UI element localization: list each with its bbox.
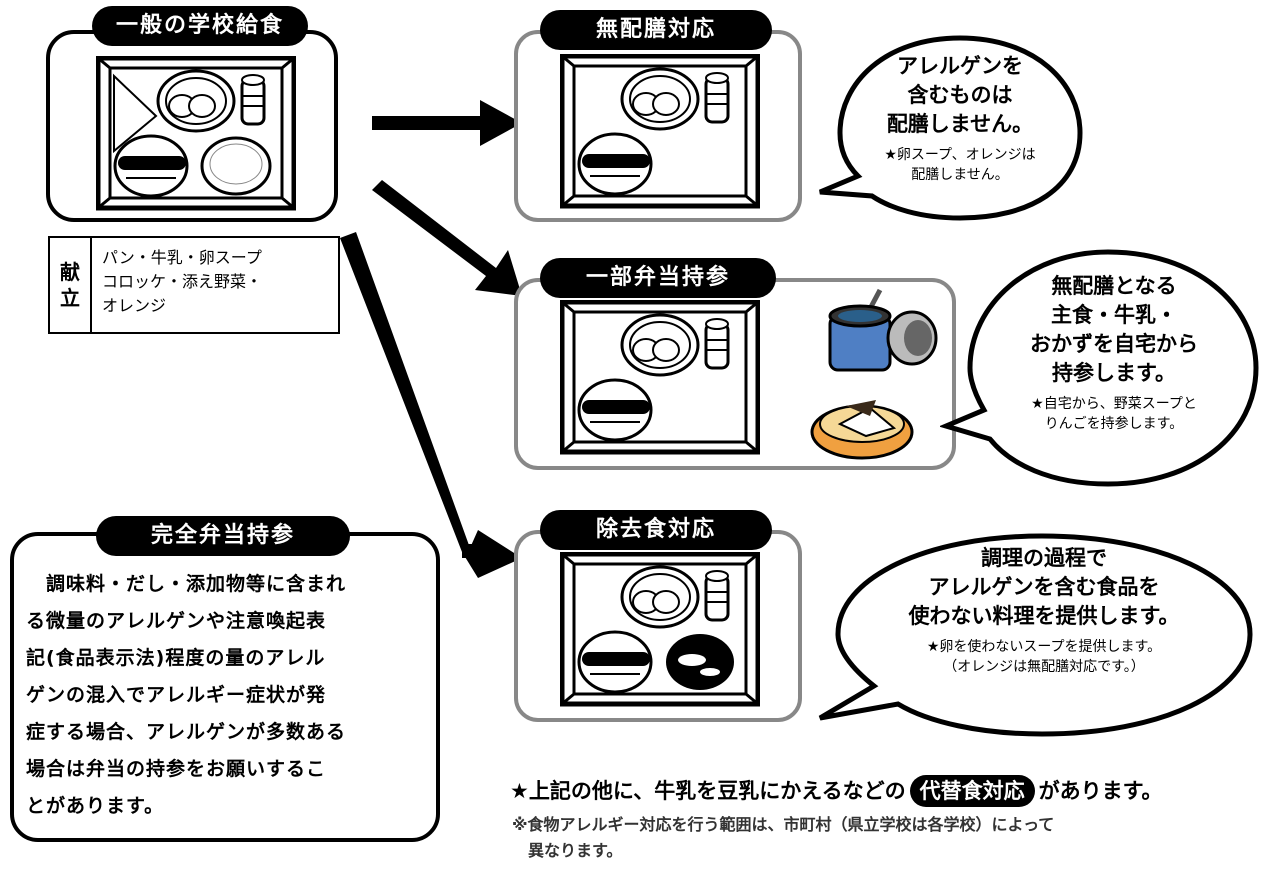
bubble-main-line: 配膳しません。 <box>886 112 1034 136</box>
partial-bento-bubble-text: 無配膳となる 主食・牛乳・ おかずを自宅から 持参します。 ★自宅から、野菜スー… <box>990 272 1238 434</box>
tray-illustration <box>96 56 296 211</box>
full-bento-line: ゲンの混入でアレルギー症状が発 <box>26 684 327 706</box>
removal-title: 除去食対応 <box>540 510 772 550</box>
menu-items: パン・牛乳・卵スープ コロッケ・添え野菜・ オレンジ <box>92 238 272 332</box>
note1-pre: ★上記の他に、牛乳を豆乳にかえるなどの <box>510 779 906 803</box>
bubble-sub-line: （オレンジは無配膳対応です。） <box>943 659 1145 675</box>
full-bento-line: とがあります。 <box>26 795 165 817</box>
menu-head-1: 献 <box>60 260 80 284</box>
menu-head-2: 立 <box>60 286 80 310</box>
full-bento-line: 調味料・だし・添加物等に含まれ <box>26 573 347 595</box>
menu-line: パン・牛乳・卵スープ <box>102 248 262 267</box>
full-bento-line: 記(食品表示法)程度の量のアレル <box>26 647 326 669</box>
bubble-main-line: おかずを自宅から <box>1030 332 1198 356</box>
no-serve-bubble-text: アレルゲンを 含むものは 配膳しません。 ★卵スープ、オレンジは 配膳しません。 <box>860 52 1060 185</box>
tray-illustration <box>560 552 760 707</box>
menu-table: 献 立 パン・牛乳・卵スープ コロッケ・添え野菜・ オレンジ <box>48 236 340 334</box>
scope-note-line: 異なります。 <box>512 841 623 860</box>
scope-note-line: ※食物アレルギー対応を行う範囲は、市町村（県立学校は各学校）によって <box>512 815 1055 834</box>
bubble-main-line: アレルゲンを含む食品を <box>928 575 1160 599</box>
scope-note: ※食物アレルギー対応を行う範囲は、市町村（県立学校は各学校）によって 異なります… <box>512 812 1054 864</box>
menu-line: コロッケ・添え野菜・ <box>102 272 263 291</box>
soup-jar-icon <box>828 288 938 372</box>
bubble-sub-line: りんごを持参します。 <box>1044 416 1184 432</box>
speech-bubble <box>940 249 1259 487</box>
note1-post: があります。 <box>1038 779 1163 803</box>
bubble-main-line: 調理の過程で <box>981 546 1107 570</box>
bubble-main-line: 使わない料理を提供します。 <box>908 604 1180 628</box>
bubble-main-line: 持参します。 <box>1052 361 1176 385</box>
bubble-sub-line: ★卵スープ、オレンジは <box>884 147 1036 163</box>
bubble-main-line: 含むものは <box>907 83 1013 107</box>
lunchbox-icon <box>810 400 914 460</box>
alternative-food-pill: 代替食対応 <box>909 775 1035 807</box>
bubble-main-line: 無配膳となる <box>1051 274 1177 298</box>
removal-bubble-text: 調理の過程で アレルゲンを含む食品を 使わない料理を提供します。 ★卵を使わない… <box>864 544 1224 677</box>
arrow-icon <box>340 100 522 578</box>
no-serve-title: 無配膳対応 <box>540 10 772 50</box>
speech-bubble <box>819 35 1083 221</box>
general-lunch-title: 一般の学校給食 <box>92 6 308 46</box>
menu-header: 献 立 <box>50 238 92 332</box>
tray-illustration <box>560 300 760 455</box>
full-bento-text: 調味料・だし・添加物等に含まれ る微量のアレルゲンや注意喚起表 記(食品表示法)… <box>26 566 414 825</box>
bubble-sub-line: 配膳しません。 <box>911 167 1009 183</box>
alternative-food-note: ★上記の他に、牛乳を豆乳にかえるなどの代替食対応があります。 <box>510 775 1162 807</box>
partial-bento-title: 一部弁当持参 <box>540 258 776 298</box>
bubble-sub-line: ★自宅から、野菜スープと <box>1031 396 1197 412</box>
full-bento-line: 場合は弁当の持参をお願いするこ <box>26 758 327 780</box>
menu-line: オレンジ <box>102 296 167 315</box>
bubble-sub-line: ★卵を使わないスープを提供します。 <box>926 639 1162 655</box>
full-bento-box <box>10 532 440 842</box>
full-bento-title: 完全弁当持参 <box>96 516 350 556</box>
speech-bubble <box>818 533 1253 737</box>
bubble-main-line: 主食・牛乳・ <box>1051 303 1177 327</box>
full-bento-line: 症する場合、アレルゲンが多数ある <box>26 721 347 743</box>
tray-illustration <box>560 54 760 209</box>
full-bento-line: る微量のアレルゲンや注意喚起表 <box>26 610 327 632</box>
bubble-main-line: アレルゲンを <box>897 54 1023 78</box>
